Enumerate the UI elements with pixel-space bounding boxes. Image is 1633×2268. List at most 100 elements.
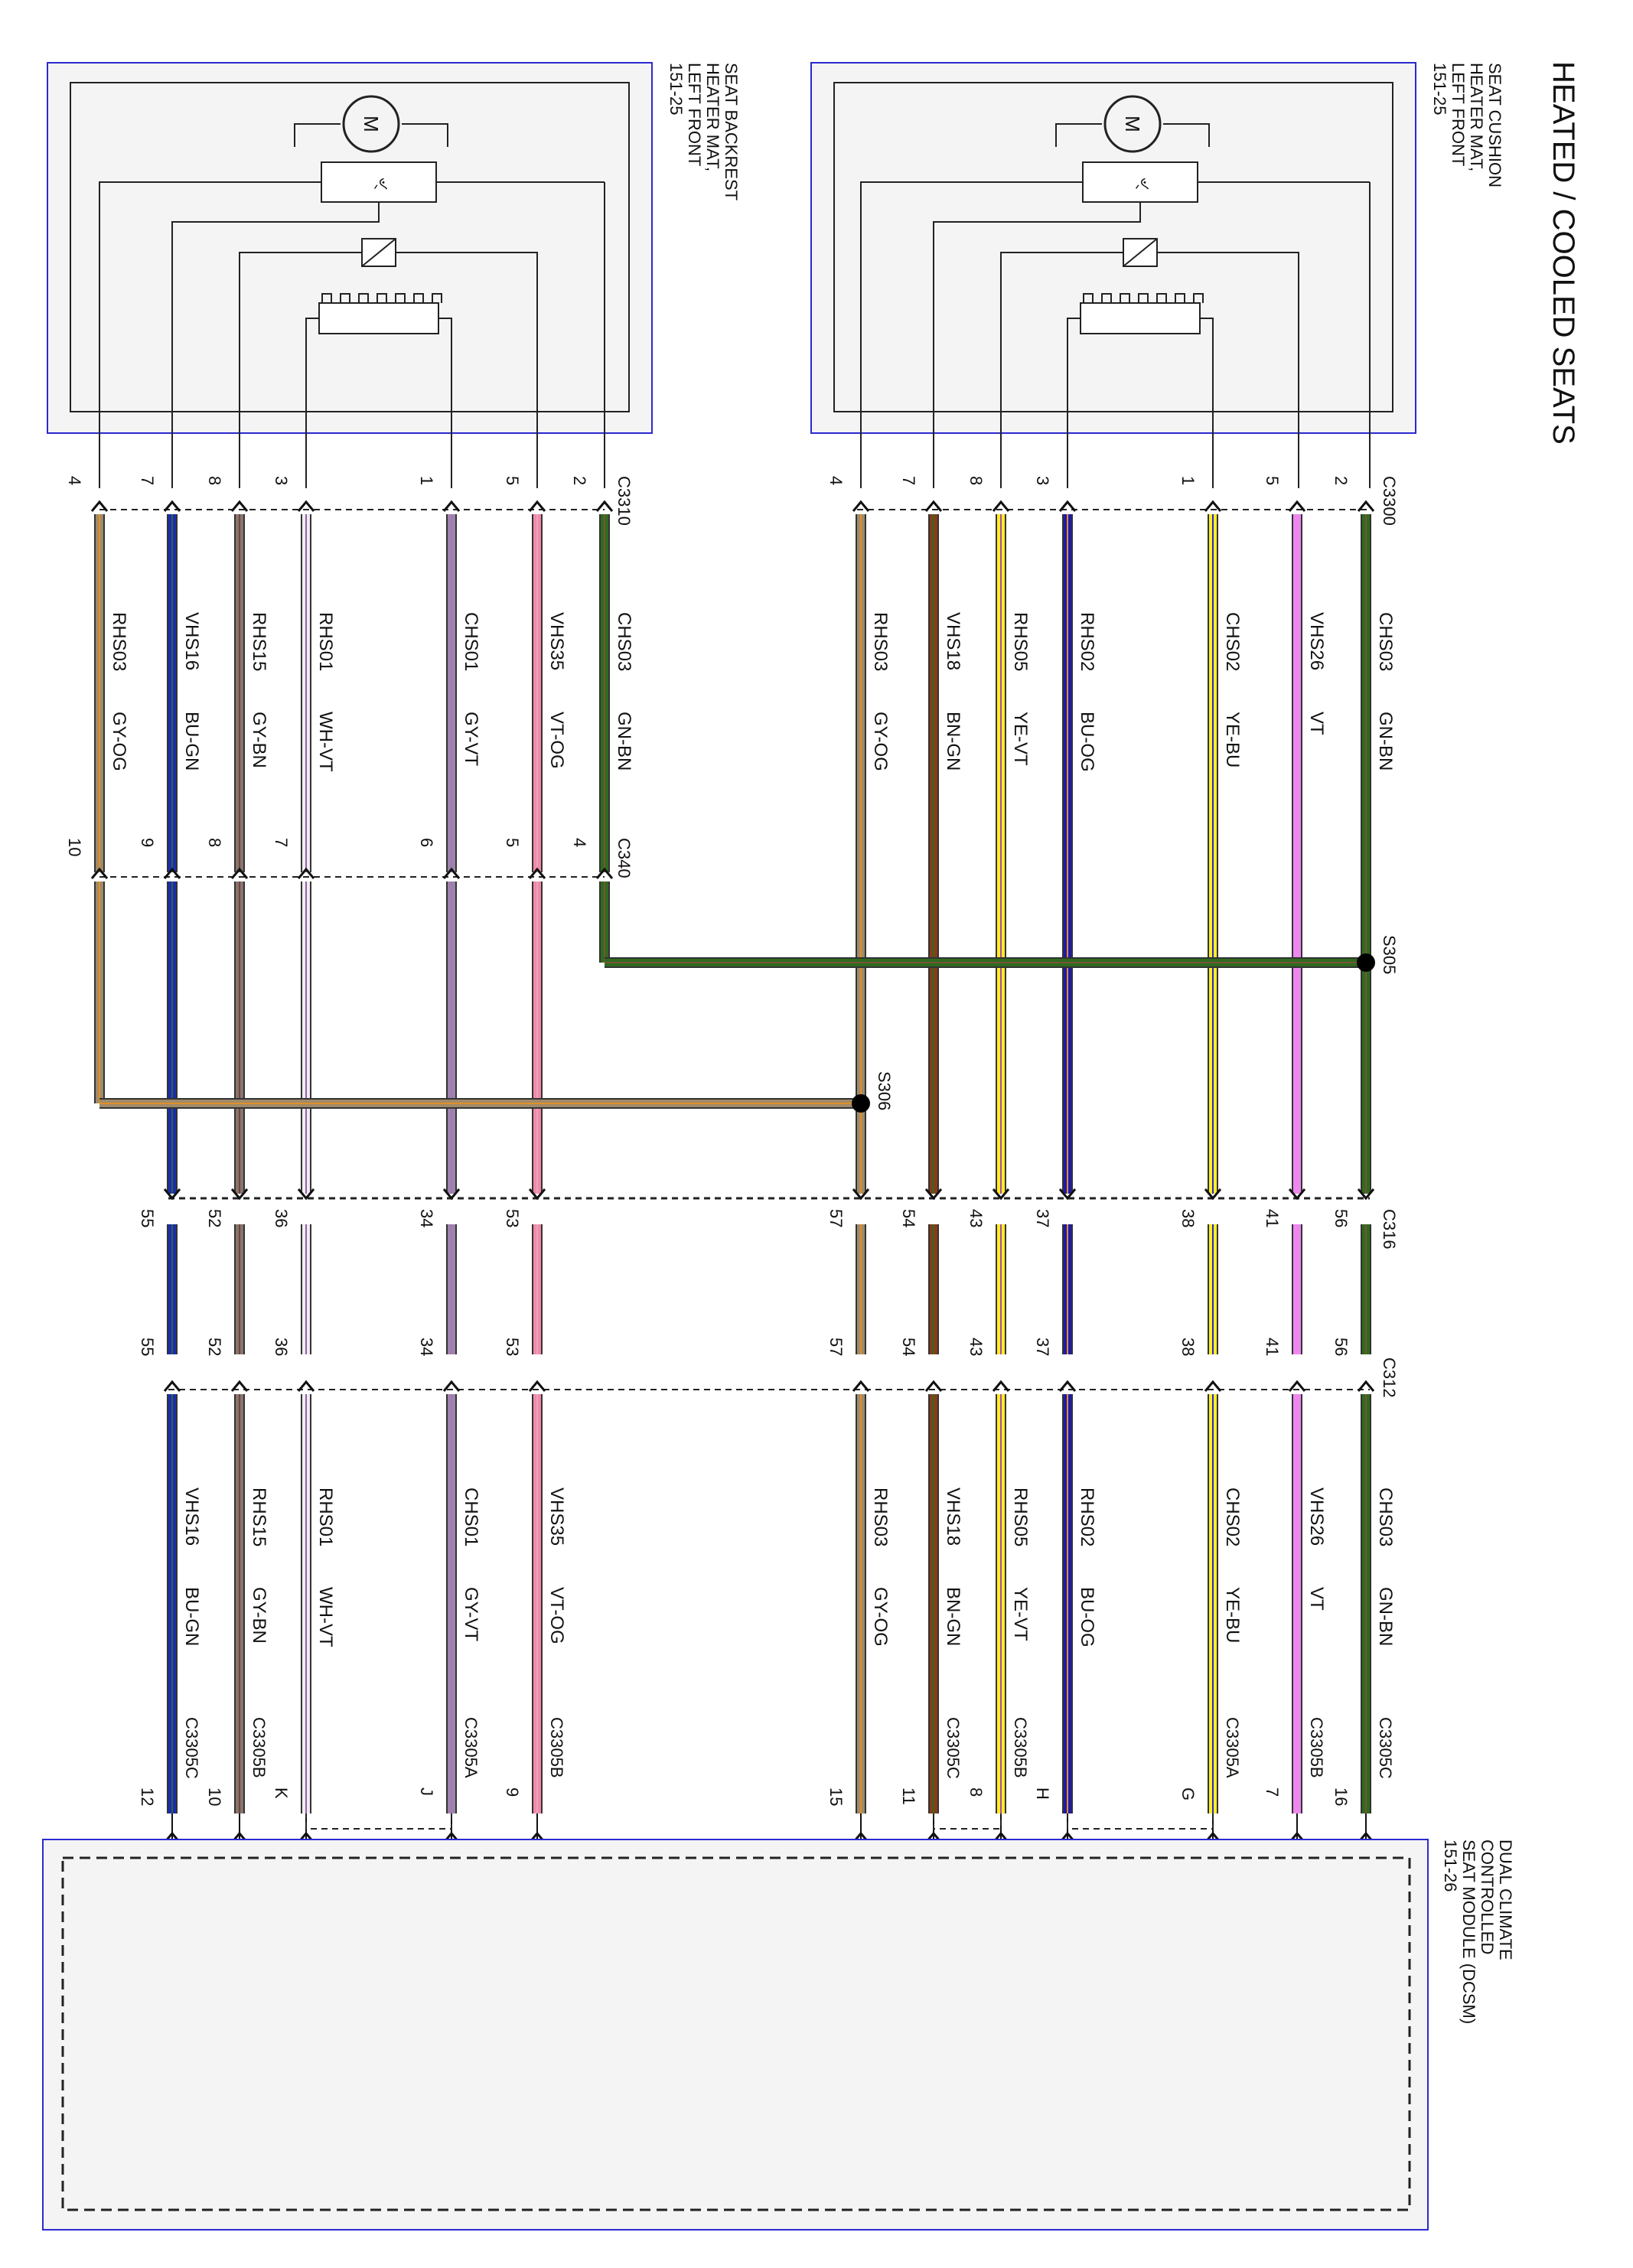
dcsm-module: DUAL CLIMATE CONTROLLED SEAT MODULE (DCS… xyxy=(42,1839,1515,2231)
dcsm-label-2: CONTROLLED xyxy=(1478,1839,1497,1954)
pin-c312-w_c3: 38 xyxy=(1178,1338,1198,1356)
pin-mark-c340-w_b6 xyxy=(163,867,181,879)
dcsm-conn-w_b3: C3305A xyxy=(461,1717,481,1778)
pin-top-w_c4: 3 xyxy=(1033,476,1052,485)
dcsm-label-4: 151-26 xyxy=(1441,1839,1460,1892)
cushion-label-3: LEFT FRONT xyxy=(1449,63,1468,166)
pin-mark-top-w_c4 xyxy=(1058,500,1077,512)
pin-c340-w_b3: 6 xyxy=(417,838,436,847)
color-w_b7: GY-OG xyxy=(109,712,129,771)
color2-w_b3: GY-VT xyxy=(461,1587,481,1641)
color-w_b1: GN-BN xyxy=(614,712,634,771)
wires-layer: 2CHS03GN-BN5656CHS03GN-BNC3305C16DBLWR+5… xyxy=(65,476,1396,1998)
pin-c312-w_c6: 54 xyxy=(899,1338,918,1356)
circuit2-w_c5: RHS05 xyxy=(1010,1488,1031,1546)
pin-mark-c340-w_b3 xyxy=(442,867,461,879)
diagram-title: HEATED / COOLED SEATS xyxy=(1547,61,1580,445)
dcsm-link-j-k xyxy=(305,1813,452,1830)
circuit2-w_b4: RHS01 xyxy=(315,1488,336,1546)
motor-icon: M xyxy=(342,95,400,153)
cushion-label-2: HEATER MAT, xyxy=(1467,63,1486,171)
pin-mark-c340-w_b5 xyxy=(230,867,249,879)
pin-c316-w_c7: 57 xyxy=(826,1209,846,1227)
seat-cushion-heater-mat: M ৼ SEAT CUSHION HEATER MAT, LEFT FRONT … xyxy=(810,62,1504,488)
circuit-w_c6: VHS18 xyxy=(943,612,963,670)
circuit-w_b2: VHS35 xyxy=(546,612,567,670)
pin-c312-w_c5: 43 xyxy=(966,1338,986,1356)
color2-w_c5: YE-VT xyxy=(1010,1587,1031,1641)
circuit-w_b4: RHS01 xyxy=(315,612,336,671)
pin-mark-c312-w_b4 xyxy=(297,1380,315,1392)
circuit2-w_c2: VHS26 xyxy=(1306,1488,1327,1546)
pin-mark-top-w_b4 xyxy=(297,500,315,512)
pin-top-w_c5: 8 xyxy=(966,476,986,485)
dcsm-conn-w_b2: C3305B xyxy=(547,1717,566,1778)
pin-dcsm-w_b5: 10 xyxy=(205,1787,224,1806)
splice-s306: S306 xyxy=(852,1071,894,1113)
color-w_b5: GY-BN xyxy=(249,712,269,768)
pin-mark-c316-w_c3 xyxy=(1204,1188,1222,1201)
pin-top-w_c1: 2 xyxy=(1331,476,1351,485)
circuit-w_b6: VHS16 xyxy=(181,612,202,670)
color2-w_c3: YE-BU xyxy=(1222,1587,1243,1643)
pin-c312-w_c7: 57 xyxy=(826,1338,846,1356)
pin-mark-c312-w_c1 xyxy=(1357,1380,1375,1392)
pin-dcsm-w_b4: K xyxy=(272,1787,291,1799)
dcsm-conn-w_b5: C3305B xyxy=(249,1717,269,1778)
splice-s305-label: S305 xyxy=(1380,935,1399,974)
color2-w_c7: GY-OG xyxy=(870,1587,891,1647)
dcsm-conn-w_c6: C3305C xyxy=(944,1717,963,1779)
color2-w_b6: BU-GN xyxy=(181,1587,202,1646)
circuit2-w_c4: RHS02 xyxy=(1077,1488,1097,1546)
pin-dcsm-w_b3: J xyxy=(417,1787,436,1796)
connector-c3310: C3310 xyxy=(614,476,634,526)
circuit-w_b5: RHS15 xyxy=(249,612,269,671)
pin-mark-top-w_c7 xyxy=(852,500,870,512)
color2-w_b2: VT-OG xyxy=(546,1587,567,1644)
pin-mark-c316-w_b2 xyxy=(528,1188,546,1201)
pin-mark-top-w_c2 xyxy=(1288,500,1306,512)
pin-mark-c340-w_b1 xyxy=(595,867,614,879)
dcsm-conn-w_c5: C3305B xyxy=(1011,1717,1030,1778)
dcsm-conn-w_c3: C3305A xyxy=(1223,1717,1242,1778)
splice-s305: S305 xyxy=(1357,935,1399,974)
connector-lines xyxy=(99,509,1370,1390)
circuit-w_c5: RHS05 xyxy=(1010,612,1031,671)
thermistor-icon xyxy=(1123,238,1158,267)
pin-c340-w_b1: 4 xyxy=(570,838,589,847)
backrest-label-4: 151-25 xyxy=(667,63,686,116)
pin-dcsm-w_c5: 8 xyxy=(966,1787,986,1797)
pin-top-w_b6: 7 xyxy=(138,476,157,485)
pin-mark-c312-w_c4 xyxy=(1058,1380,1077,1392)
circuit-w_c2: VHS26 xyxy=(1306,612,1327,670)
pin-top-w_c3: 1 xyxy=(1178,476,1198,485)
dcsm-link-11-8 xyxy=(933,1813,1002,1830)
circuit2-w_c6: VHS18 xyxy=(943,1488,963,1546)
pin-c316-w_c6: 54 xyxy=(899,1209,918,1227)
pin-mark-top-w_b7 xyxy=(90,500,109,512)
dcsm-conn-w_b6: C3305C xyxy=(182,1717,201,1779)
pin-mark-c312-w_b3 xyxy=(442,1380,461,1392)
connector-c340: C340 xyxy=(614,838,634,878)
pin-mark-top-w_b3 xyxy=(442,500,461,512)
pin-mark-c312-w_b2 xyxy=(528,1380,546,1392)
pin-top-w_b5: 8 xyxy=(205,476,224,485)
pin-dcsm-w_c4: H xyxy=(1033,1787,1052,1800)
dcsm-conn-w_c1: C3305C xyxy=(1376,1717,1395,1779)
pin-mark-c316-w_b3 xyxy=(442,1188,461,1201)
pin-c312-w_b6: 55 xyxy=(138,1338,157,1356)
circuit2-w_c1: CHS03 xyxy=(1375,1488,1396,1546)
fan-control-icon: ৼ xyxy=(321,161,437,203)
pin-top-w_b1: 2 xyxy=(570,476,589,485)
circuit-w_c3: CHS02 xyxy=(1222,612,1243,671)
pin-top-w_c7: 4 xyxy=(826,476,846,485)
pin-mark-c312-w_c6 xyxy=(924,1380,943,1392)
pin-c316-w_c3: 38 xyxy=(1178,1209,1198,1227)
circuit-w_b7: RHS03 xyxy=(109,612,129,671)
pin-c312-w_b2: 53 xyxy=(503,1338,522,1356)
pin-mark-top-w_c5 xyxy=(992,500,1010,512)
pin-mark-c316-w_c7 xyxy=(852,1188,870,1201)
circuit-w_c7: RHS03 xyxy=(870,612,891,671)
pin-c340-w_b2: 5 xyxy=(503,838,522,847)
